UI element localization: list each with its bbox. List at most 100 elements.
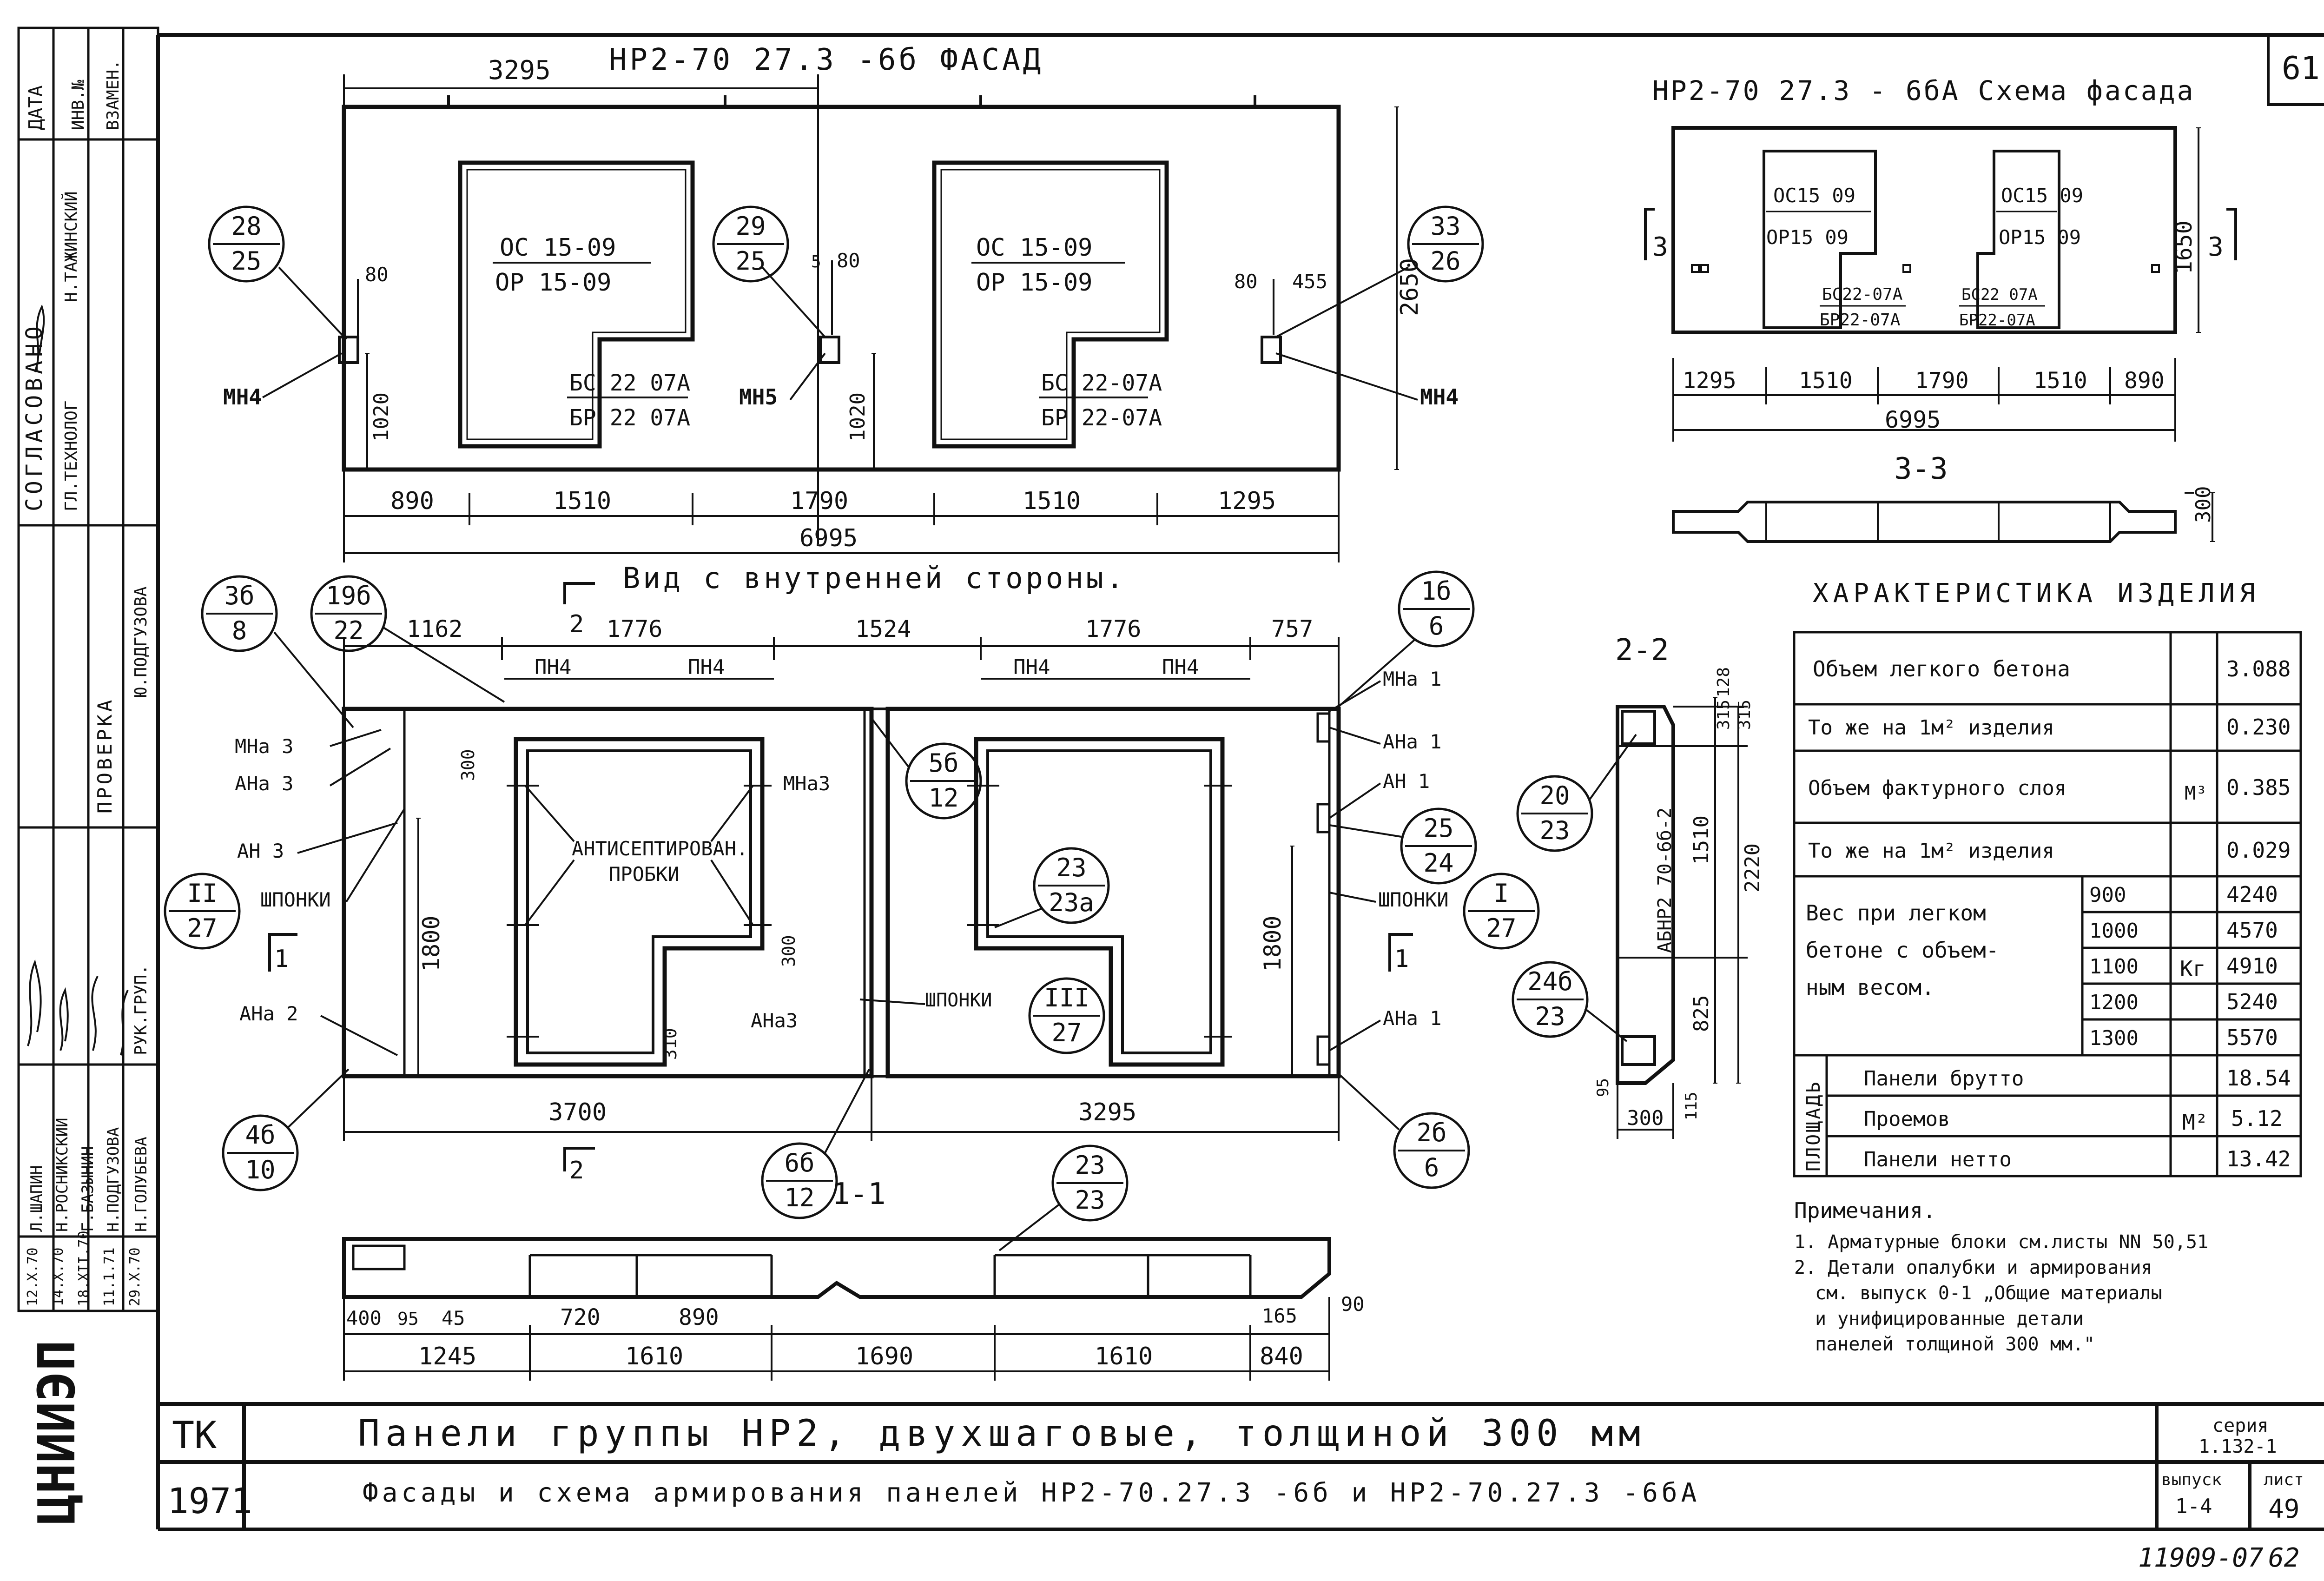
char-volume-unit: М³ (2185, 783, 2207, 804)
inner-loop-2: ПН4 (688, 655, 725, 679)
schema-mark-right: 3 (2208, 232, 2224, 262)
inner-dim-1162: 1162 (407, 615, 462, 642)
inner-callout-19b: 19б 22 (310, 575, 505, 703)
title-line-2: Фасады и схема армирования панелей НР2-7… (363, 1478, 1700, 1508)
schema-panel (1671, 126, 2177, 334)
inner-dim-3700: 3700 (548, 1098, 607, 1126)
facade-dim-1510b: 1510 (1023, 487, 1081, 515)
title-issue-label: выпуск (2161, 1470, 2222, 1489)
svg-text:23: 23 (1075, 1151, 1105, 1180)
inner-callout-I: I 27 (1463, 873, 1540, 950)
inner-callout-5b: 5б 12 (871, 717, 982, 820)
facade-panel (342, 105, 1341, 472)
svg-text:27: 27 (1051, 1018, 1082, 1047)
s22-dim-315a: 315 (1714, 700, 1733, 730)
stamp-person-3: Г.БАЗЫНИН (79, 1146, 97, 1232)
facade-opening-left (458, 160, 695, 449)
inner-dim-1776a: 1776 (607, 615, 662, 642)
stamp-role-technologist: ГЛ.ТЕХНОЛОГ (62, 401, 81, 511)
inner-callout-23-23a: 23 23а (994, 847, 1110, 928)
inner-label-ana1-bottom: АНа 1 (1383, 1007, 1441, 1030)
inner-dim-3295: 3295 (1078, 1098, 1136, 1126)
facade-dim-1510a: 1510 (553, 487, 611, 515)
s11-dim-840: 840 (1260, 1343, 1303, 1370)
char-row-4-value: 0.029 (2226, 838, 2291, 863)
char-area-row-3-value: 13.42 (2226, 1146, 2291, 1171)
bottom-code: 11909-07 (2138, 1543, 2264, 1573)
char-area-row-1-value: 18.54 (2226, 1065, 2291, 1091)
svg-text:23: 23 (1535, 1002, 1565, 1031)
facade-dim-80-b: 80 (837, 249, 860, 272)
schema-mark-left: 3 (1652, 232, 1668, 262)
char-density-1200: 1200 (2089, 991, 2139, 1014)
facade-dim-1295: 1295 (1218, 487, 1276, 515)
page-number: 61 (2282, 50, 2320, 87)
facade-door-right-br: БР 22-07А (1041, 405, 1162, 431)
svg-text:19б: 19б (326, 581, 371, 610)
stamp-header-date: ДАТА (25, 86, 46, 130)
section-3-3: 3-3 300 (1672, 452, 2215, 543)
svg-text:23: 23 (1075, 1185, 1105, 1215)
facade-embed-mid (819, 336, 840, 364)
inner-plugs (507, 785, 1232, 1038)
stamp-header-approved: СОГЛАСОВАНО (21, 323, 47, 511)
svg-text:29: 29 (735, 212, 766, 241)
inner-title: Вид с внутренней стороны. (623, 561, 1126, 595)
facade-window-left-os: ОС 15-09 (500, 234, 616, 262)
title-series-label: серия (2212, 1415, 2268, 1436)
facade-window-right-os: ОС 15-09 (976, 234, 1092, 262)
inner-opening-left (514, 737, 765, 1067)
s11-dim-1690: 1690 (855, 1343, 913, 1370)
char-area-row-2-value: 5.12 (2231, 1106, 2283, 1131)
inner-label-mna3: МНа 3 (235, 735, 293, 758)
s22-dim-825: 825 (1690, 995, 1713, 1032)
facade-callout-28: 28 25 (208, 205, 285, 283)
svg-text:12: 12 (784, 1183, 814, 1212)
schema-door-left-bs: БС22-07А (1822, 285, 1903, 304)
section11-profile (342, 1237, 1331, 1299)
s22-dim-115: 115 (1682, 1092, 1701, 1120)
title-org: ТК (172, 1414, 217, 1457)
s22-dim-95: 95 (1594, 1078, 1612, 1097)
s11-dim-1245: 1245 (418, 1343, 476, 1370)
svg-text:23а: 23а (1049, 888, 1094, 917)
schema-dim-1790: 1790 (1915, 368, 1969, 394)
char-row-3-label: Объем фактурного слоя (1808, 776, 2067, 800)
inner-panel-right (885, 707, 1341, 1078)
inner-callout-25: 25 24 (1329, 807, 1477, 885)
section-mark-1-left: 1 (274, 945, 289, 973)
facade-callout-29: 29 25 (712, 205, 789, 283)
section22-title: 2-2 (1615, 633, 1669, 668)
schema-window-right-or: ОР15 09 (1999, 226, 2081, 249)
inner-callout-2b: 2б 6 (1338, 1073, 1470, 1189)
characteristics-title: ХАРАКТЕРИСТИКА ИЗДЕЛИЯ (1813, 578, 2260, 609)
inner-loop-1: ПН4 (535, 655, 571, 679)
stamp-org-mark: ЦНИИЭП (27, 1340, 86, 1525)
svg-text:12: 12 (928, 783, 958, 813)
char-weight-label-2: бетоне с объем- (1806, 938, 1999, 963)
schema-door-right-bs: БС22 07А (1961, 285, 2038, 304)
title-issue: 1-4 (2175, 1495, 2212, 1518)
char-weight-label-1: Вес при легком (1806, 900, 1986, 926)
s22-callout-24b: 24б 23 (1512, 961, 1628, 1042)
facade-callout-33: 33 26 (1407, 205, 1484, 283)
char-row-1-value: 3.088 (2226, 656, 2291, 681)
inner-dim-1524: 1524 (855, 615, 911, 642)
inner-label-mna1: МНа 1 (1383, 668, 1441, 690)
svg-text:22: 22 (333, 616, 363, 645)
svg-text:23: 23 (1539, 816, 1570, 845)
inner-dim-757: 757 (1271, 615, 1313, 642)
svg-text:27: 27 (187, 913, 217, 943)
stamp-role-check: ПРОВЕРКА (93, 697, 116, 814)
schema-dim-890: 890 (2124, 368, 2165, 394)
stamp-role-podguzova: Ю.ПОДГУЗОВА (132, 586, 151, 697)
facade-lifting-loops (447, 95, 1256, 107)
char-weight-4570: 4570 (2226, 918, 2278, 943)
section-2-2: 2-2 АБНР2 70-6б-2 128 315 315 1510 2220 … (1594, 633, 1764, 1139)
s22-callout-20: 20 23 (1516, 734, 1637, 852)
title-year: 1971 (167, 1480, 252, 1521)
svg-text:II: II (187, 879, 217, 908)
schema-height: 1650 (2171, 220, 2197, 274)
section-mark-1-right: 1 (1394, 945, 1409, 973)
